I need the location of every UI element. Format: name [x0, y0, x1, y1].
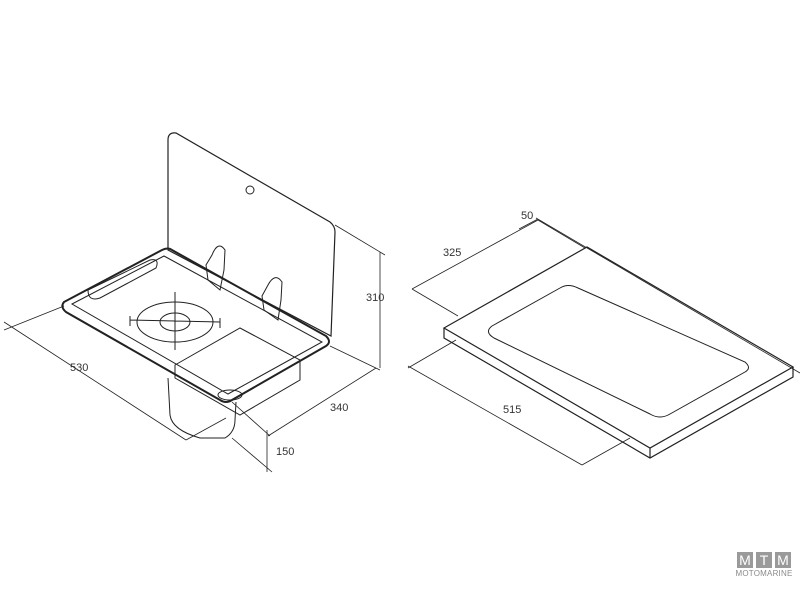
sink-rim — [61, 247, 330, 403]
dim-line-515 — [407, 339, 631, 466]
sink-drawing — [3, 132, 386, 473]
cutout-hole — [488, 285, 749, 418]
dim-label-310: 310 — [366, 292, 385, 304]
dim-label-150: 150 — [276, 446, 295, 458]
countertop-top — [442, 246, 795, 449]
dim-line-325 — [411, 219, 586, 317]
watermark-text: MOTOMARINE — [735, 569, 793, 578]
bowl-body — [167, 377, 237, 439]
basin — [174, 327, 301, 416]
soap-tray — [87, 259, 158, 300]
pan-support — [129, 292, 221, 350]
dim-line-340 — [231, 345, 381, 437]
countertop-edge — [443, 328, 794, 459]
watermark-letter: M — [775, 552, 791, 568]
watermark-logo: M T M MOTOMARINE — [733, 552, 795, 578]
cutout-drawing — [407, 217, 800, 466]
dim-line-310 — [334, 224, 386, 368]
glass-lid — [167, 132, 336, 337]
sink-rim-inner — [70, 255, 324, 395]
dim-label-340: 340 — [330, 402, 349, 414]
watermark-letter: T — [756, 552, 772, 568]
dim-label-515: 515 — [503, 404, 522, 416]
dim-line-530 — [3, 305, 227, 441]
dim-label-325: 325 — [443, 247, 462, 259]
dim-line-50 — [518, 217, 800, 374]
lid-knob — [245, 185, 255, 195]
drain — [217, 389, 243, 401]
watermark-letter: M — [737, 552, 753, 568]
hinge-left — [205, 245, 226, 291]
dim-label-50: 50 — [521, 210, 534, 222]
dim-label-530: 530 — [70, 362, 89, 374]
hinge-right — [261, 277, 283, 321]
dim-line-150 — [231, 430, 273, 473]
